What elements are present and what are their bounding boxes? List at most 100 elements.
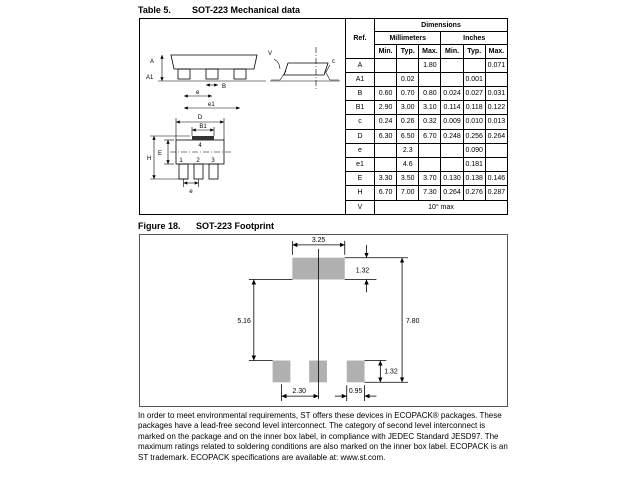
table-cell [418,156,442,173]
top-view: 1 2 3 4 D B1 [147,115,232,195]
table-heading-label: Table 5. [138,5,171,15]
ref-cell: c [345,114,375,130]
table-row: B1 2.90 3.00 3.10 0.114 0.118 0.122 [140,100,509,116]
table-cell: 0.264 [484,128,509,144]
table-heading: Table 5. SOT-223 Mechanical data [138,5,300,15]
figure-heading-title: SOT-223 Footprint [196,221,275,231]
table-cell: 0.60 [373,85,398,102]
ecopack-paragraph: In order to meet environmental requireme… [138,411,508,462]
footprint-figure-box: 3.25 1.32 7.80 5.16 1.32 [139,234,508,407]
footprint-drawing: 3.25 1.32 7.80 5.16 1.32 [237,237,420,402]
table-cell: 3.00 [396,100,420,116]
dim-lead-pitch: 2.30 [281,384,319,402]
table-cell: 6.50 [396,128,420,144]
ref-cell: H [345,185,375,201]
table-cell: 0.181 [462,156,486,173]
table-cell: 0.248 [440,128,464,144]
table-cell: 4.6 [396,156,420,173]
table-row: e 2.3 0.090 [140,142,509,158]
table-cell: 3.30 [373,171,398,187]
dim-total-height: 7.80 [364,257,420,383]
svg-text:5.16: 5.16 [237,318,251,325]
svg-text:0.95: 0.95 [349,388,363,395]
dim-label-B: B [222,84,226,90]
table-cell: 0.32 [418,114,442,130]
package-outline-drawing: A A1 B e e1 V [146,47,340,195]
svg-text:1.32: 1.32 [356,268,370,275]
pin3-label: 3 [211,158,215,164]
footprint-lead-pad-3 [346,360,365,383]
table-row: e1 4.6 0.181 [140,156,509,173]
table-row: H 6.70 7.00 7.30 0.264 0.276 0.287 [140,185,509,201]
pin1-label: 1 [179,158,183,164]
footprint-lead-pad-1 [272,360,291,383]
table-cell [373,156,398,173]
pin2-label: 2 [196,158,200,164]
header-mm-max: Max. [418,44,442,59]
table-heading-title: SOT-223 Mechanical data [192,5,301,15]
table-cell [440,142,464,158]
table-cell: 0.009 [440,114,464,130]
ref-cell: A [345,57,375,73]
table-cell: 0.24 [373,114,398,130]
table-cell [440,71,464,87]
dim-label-A: A [150,59,154,65]
table-row: V 10° max [140,199,508,216]
dim-label-e-top: e [189,189,193,195]
dim-label-D: D [198,115,203,121]
table-row: D 6.30 6.50 6.70 0.248 0.256 0.264 [140,128,509,144]
table-cell: 0.071 [484,57,509,73]
table-cell: 0.264 [440,185,464,201]
table-cell: 1.80 [418,57,442,73]
header-in-max: Max. [484,44,509,59]
dim-label-H: H [147,156,151,162]
table-row: B 0.60 0.70 0.80 0.024 0.027 0.031 [140,85,509,102]
header-inches: Inches [440,31,508,46]
table-cell: 6.30 [373,128,398,144]
dim-top-pad-width: 3.25 [291,237,346,255]
svg-text:2.30: 2.30 [293,388,307,395]
table-cell: 0.122 [484,100,509,116]
dim-lead-pad-height: 1.32 [364,360,398,383]
table-cell [484,156,509,173]
table-cell: 0.024 [440,85,464,102]
table-cell: 0.013 [484,114,509,130]
ref-cell: V [345,199,375,216]
table-cell: 7.30 [418,185,442,201]
table-cell: 0.146 [484,171,509,187]
table-cell: 3.70 [418,171,442,187]
dim-label-A1: A1 [146,75,154,81]
svg-text:1.32: 1.32 [384,368,398,375]
dim-label-e-front: e [196,90,200,96]
table-cell [484,71,509,87]
table-cell: 0.010 [462,114,486,130]
table-cell: 0.02 [396,71,420,87]
table-cell [484,142,509,158]
table-cell: 2.90 [373,100,398,116]
ref-cell: A1 [345,71,375,87]
table-row: A 1.80 0.071 [140,57,509,73]
figure-heading: Figure 18. SOT-223 Footprint [138,221,274,231]
table-cell: 0.287 [484,185,509,201]
ref-cell: e [345,142,375,158]
header-in-min: Min. [440,44,464,59]
table-cell: 2.3 [396,142,420,158]
table-cell: 0.031 [484,85,509,102]
table-cell [396,57,420,73]
table-cell: 7.00 [396,185,420,201]
table-cell-span: 10° max [374,199,508,216]
svg-text:3.25: 3.25 [312,237,326,244]
table-cell: 3.10 [418,100,442,116]
dim-label-c: c [332,59,335,65]
ref-cell: E [345,171,375,187]
footprint-lead-pad-2 [309,360,327,383]
ref-cell: e1 [345,156,375,173]
table-cell [373,142,398,158]
dim-label-E: E [158,151,162,157]
mechanical-data-table: A A1 B e e1 V [139,17,509,216]
header-millimeters: Millimeters [373,31,442,46]
dim-lead-pad-width: 0.95 [334,385,377,402]
pin4-label: 4 [198,143,202,149]
table-cell: 0.118 [462,100,486,116]
svg-text:7.80: 7.80 [406,318,420,325]
